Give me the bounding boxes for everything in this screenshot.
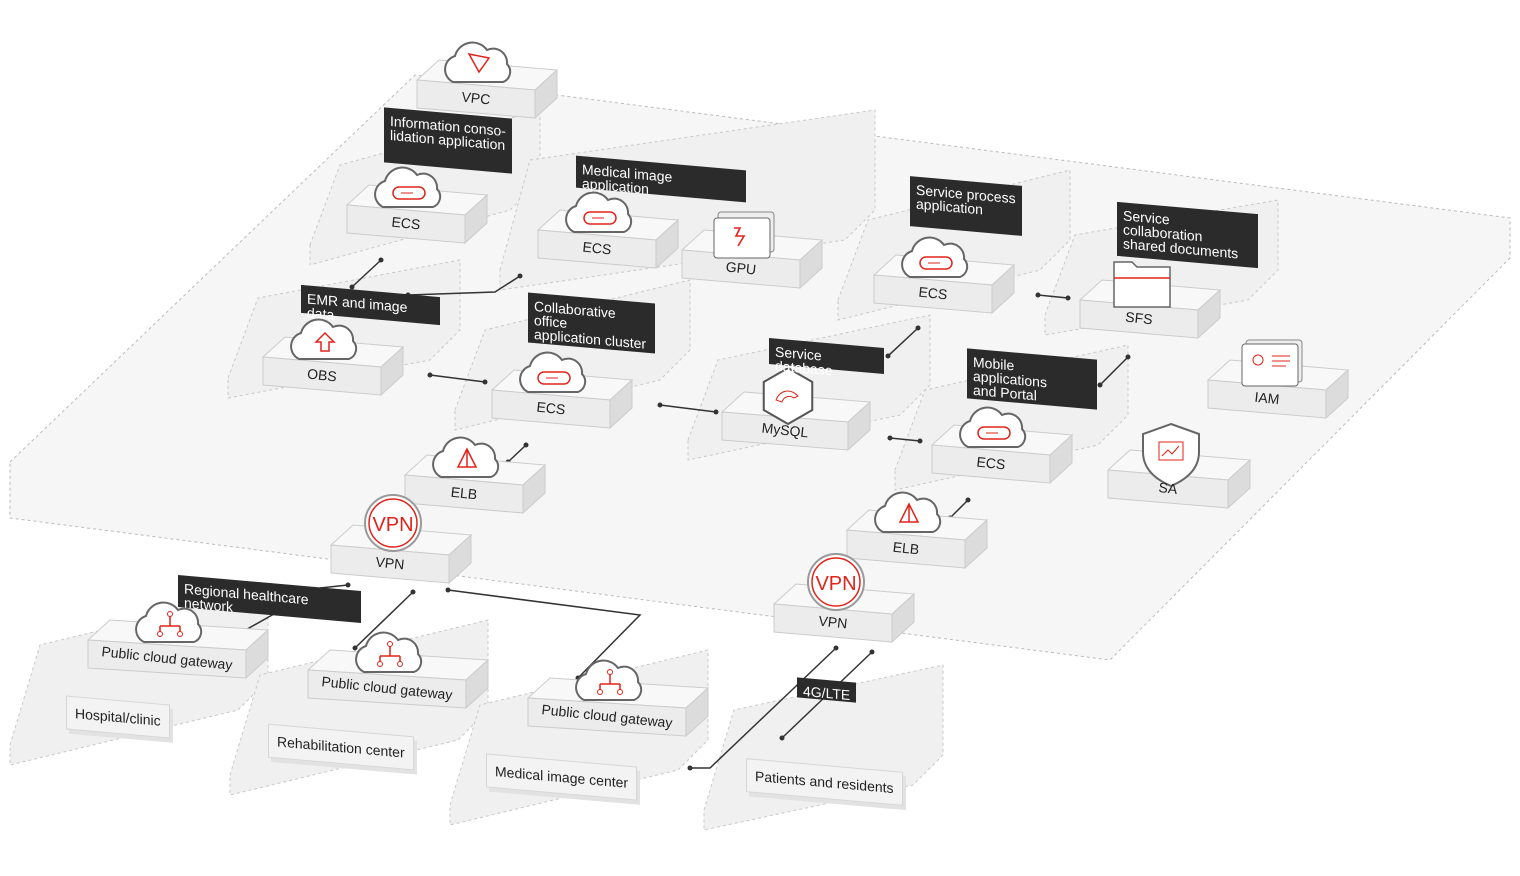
ecs-icon xyxy=(959,406,1027,448)
gateway-icon xyxy=(135,601,203,643)
node-vpc[interactable] xyxy=(415,41,559,120)
gateway-icon xyxy=(575,659,643,701)
node-elb[interactable] xyxy=(845,491,989,570)
vpn-icon: VPN xyxy=(364,494,422,552)
group-label: 4G/LTE xyxy=(797,677,856,703)
group-area xyxy=(229,619,489,796)
gateway-icon xyxy=(355,631,423,673)
vpn-icon: VPN xyxy=(807,553,865,611)
connector-line xyxy=(427,372,488,385)
ecs-icon xyxy=(374,166,442,208)
connector-line xyxy=(352,589,416,651)
node-ecs[interactable] xyxy=(490,351,634,430)
connector-line xyxy=(687,645,839,771)
mysql-icon xyxy=(762,366,814,426)
connector-line xyxy=(885,325,921,359)
id-card-icon xyxy=(1241,339,1303,387)
node-public-cloud-gateway[interactable] xyxy=(306,631,490,710)
ecs-icon xyxy=(565,191,633,233)
group-label: Service process application xyxy=(910,176,1022,236)
svg-text:VPN: VPN xyxy=(372,514,413,536)
group-area xyxy=(9,589,269,766)
connector-line xyxy=(887,435,923,444)
node-gpu[interactable] xyxy=(680,211,824,290)
node-ecs[interactable] xyxy=(536,191,680,270)
connector-line xyxy=(1097,354,1131,388)
node-sfs[interactable] xyxy=(1078,261,1222,340)
ecs-icon xyxy=(901,236,969,278)
upload-icon xyxy=(290,318,358,360)
node-elb[interactable] xyxy=(403,436,547,515)
node-mysql[interactable] xyxy=(720,366,872,452)
gpu-icon xyxy=(713,211,775,259)
node-vpn[interactable]: VPN xyxy=(772,553,916,644)
vpc-icon xyxy=(444,41,512,83)
node-ecs[interactable] xyxy=(345,166,489,245)
connector-line xyxy=(657,402,719,415)
node-public-cloud-gateway[interactable] xyxy=(526,659,710,738)
elb-icon xyxy=(432,436,500,478)
node-sa[interactable] xyxy=(1106,422,1252,510)
ecs-icon xyxy=(519,351,587,393)
node-vpn[interactable]: VPN xyxy=(329,494,473,585)
connector-line xyxy=(1035,292,1071,301)
connector-line xyxy=(349,257,384,290)
node-ecs[interactable] xyxy=(930,406,1074,485)
node-public-cloud-gateway[interactable] xyxy=(86,601,270,680)
elb-icon xyxy=(874,491,942,533)
folder-icon xyxy=(1113,261,1171,308)
node-iam[interactable] xyxy=(1206,339,1350,420)
node-obs[interactable] xyxy=(261,318,405,397)
node-ecs[interactable] xyxy=(872,236,1016,315)
shield-icon xyxy=(1142,422,1200,488)
svg-text:VPN: VPN xyxy=(815,573,856,595)
group-label: Information conso- lidation application xyxy=(384,107,512,174)
